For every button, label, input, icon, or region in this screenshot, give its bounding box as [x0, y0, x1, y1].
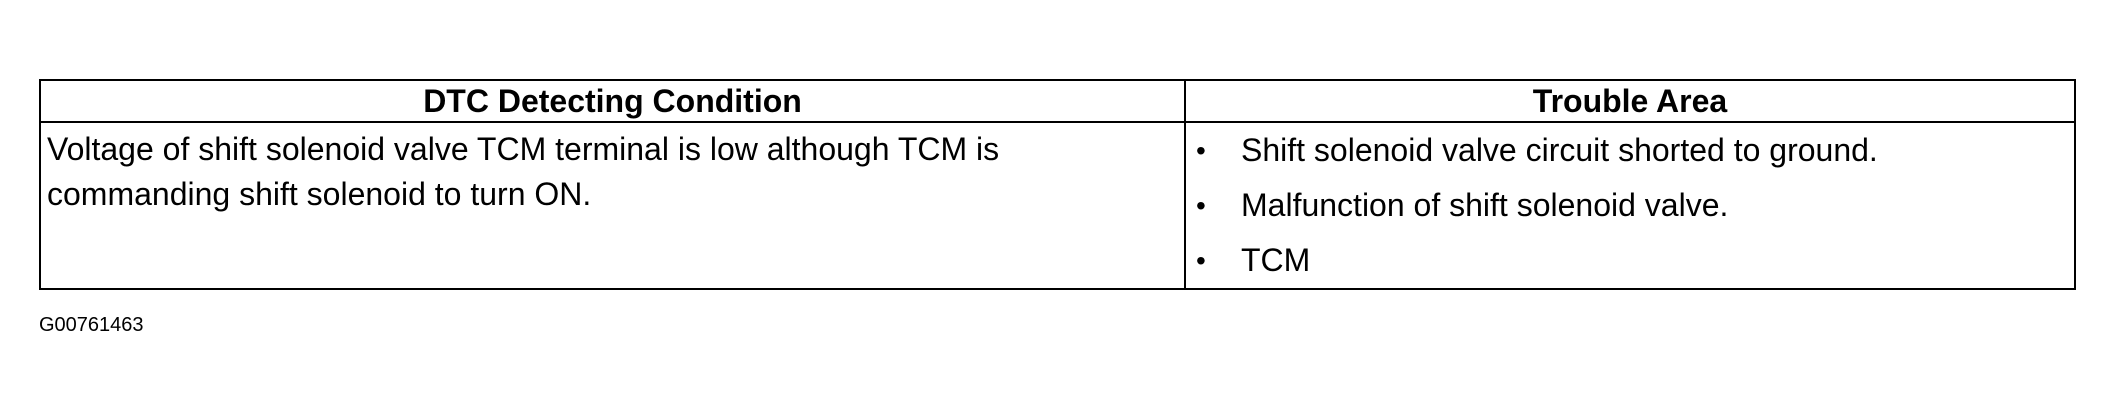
header-trouble-area: Trouble Area — [1184, 79, 2076, 123]
bullet-icon: • — [1196, 135, 1206, 166]
trouble-area-text: Malfunction of shift solenoid valve. — [1241, 187, 1729, 223]
table-header-row: DTC Detecting Condition Trouble Area — [39, 79, 2076, 123]
list-item: • Shift solenoid valve circuit shorted t… — [1186, 123, 2074, 178]
header-dtc-detecting-condition: DTC Detecting Condition — [39, 79, 1186, 123]
condition-cell: Voltage of shift solenoid valve TCM term… — [39, 121, 1186, 290]
dtc-table: DTC Detecting Condition Trouble Area Vol… — [39, 79, 2076, 290]
list-item: • TCM — [1186, 233, 2074, 288]
trouble-area-list: • Shift solenoid valve circuit shorted t… — [1186, 123, 2074, 288]
bullet-icon: • — [1196, 245, 1206, 276]
trouble-area-text: Shift solenoid valve circuit shorted to … — [1241, 132, 1878, 168]
trouble-area-text: TCM — [1241, 242, 1311, 278]
list-item: • Malfunction of shift solenoid valve. — [1186, 178, 2074, 233]
bullet-icon: • — [1196, 190, 1206, 221]
figure-id: G00761463 — [39, 314, 144, 336]
trouble-area-cell: • Shift solenoid valve circuit shorted t… — [1184, 121, 2076, 290]
table-row: Voltage of shift solenoid valve TCM term… — [39, 121, 2076, 290]
